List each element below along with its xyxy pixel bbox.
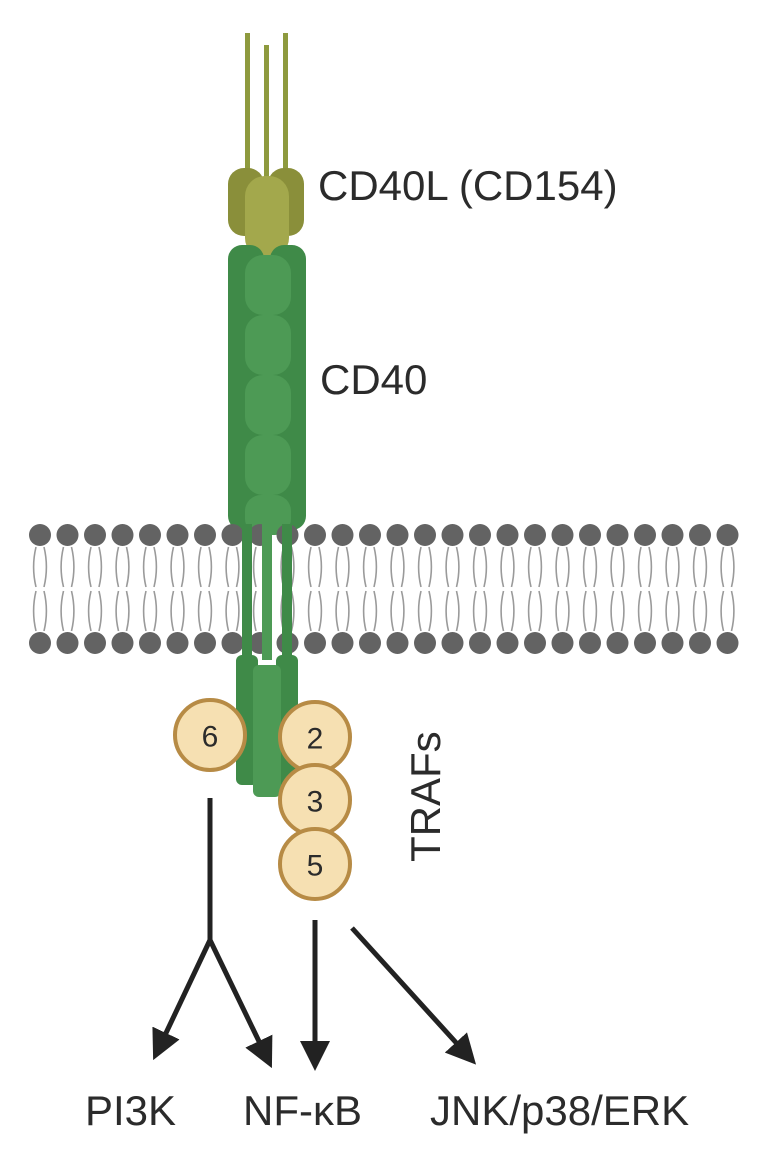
- lipid-head: [194, 632, 216, 654]
- lipid-head: [441, 632, 464, 654]
- output-pi3k: PI3K: [85, 1087, 176, 1134]
- lipid-head: [194, 524, 216, 546]
- traf3-label: 3: [307, 786, 324, 819]
- lipid-head: [111, 524, 134, 546]
- lipid-head: [414, 632, 436, 654]
- lipid-head: [469, 632, 491, 654]
- arrow-to-nfkb-from-traf6: [207, 938, 273, 1069]
- lipid-head: [29, 632, 51, 654]
- lipid-head: [524, 632, 546, 654]
- lipid-head: [524, 524, 546, 546]
- lipid-head: [551, 524, 574, 546]
- lipid-head: [56, 632, 79, 654]
- traf6: 6: [173, 698, 247, 772]
- lipid-head: [221, 524, 244, 546]
- cd40l-ligand: [228, 33, 304, 258]
- lipid-head: [579, 524, 601, 546]
- traf5: 5: [278, 827, 352, 901]
- cd40-transmembrane-overlay: [242, 524, 292, 659]
- arrow-to-jnk: [350, 926, 477, 1065]
- traf5-label: 5: [307, 850, 324, 883]
- lipid-head: [331, 524, 354, 546]
- arrow-to-pi3k: [152, 938, 213, 1061]
- lipid-head: [469, 524, 491, 546]
- lipid-head: [304, 524, 326, 546]
- lipid-head: [716, 632, 739, 654]
- lipid-head: [166, 524, 189, 546]
- lipid-head: [139, 632, 161, 654]
- lipid-head: [606, 524, 629, 546]
- lipid-head: [84, 524, 106, 546]
- lipid-head: [166, 632, 189, 654]
- lipid-head: [56, 524, 79, 546]
- lipid-head: [716, 524, 739, 546]
- traf3: 3: [278, 763, 352, 837]
- signaling-arrows: [152, 798, 477, 1071]
- lipid-head: [111, 632, 134, 654]
- output-jnk-p38-erk: JNK/p38/ERK: [430, 1087, 689, 1134]
- traf2: 2: [278, 700, 352, 774]
- lipid-head: [634, 632, 656, 654]
- cell-membrane: [29, 524, 739, 654]
- lipid-head: [606, 632, 629, 654]
- lipid-head: [139, 524, 161, 546]
- trafs-label: TRAFs: [402, 731, 449, 862]
- lipid-head: [304, 632, 326, 654]
- lipid-head: [496, 524, 519, 546]
- lipid-head: [359, 632, 381, 654]
- lipid-head: [386, 632, 409, 654]
- lipid-head: [29, 524, 51, 546]
- lipid-head: [661, 632, 684, 654]
- lipid-head: [386, 524, 409, 546]
- output-nfkb: NF-κB: [243, 1087, 362, 1134]
- lipid-head: [221, 632, 244, 654]
- ligand-label: CD40L (CD154): [318, 162, 618, 209]
- lipid-head: [579, 632, 601, 654]
- lipid-head: [689, 524, 711, 546]
- lipid-head: [331, 632, 354, 654]
- lipid-head: [634, 524, 656, 546]
- receptor-label: CD40: [320, 356, 427, 403]
- lipid-head: [661, 524, 684, 546]
- lipid-head: [414, 524, 436, 546]
- lipid-head: [84, 632, 106, 654]
- lipid-head: [551, 632, 574, 654]
- traf2-label: 2: [307, 723, 324, 756]
- traf6-label: 6: [202, 721, 219, 754]
- lipid-head: [441, 524, 464, 546]
- lipid-head: [496, 632, 519, 654]
- lipid-head: [689, 632, 711, 654]
- lipid-head: [359, 524, 381, 546]
